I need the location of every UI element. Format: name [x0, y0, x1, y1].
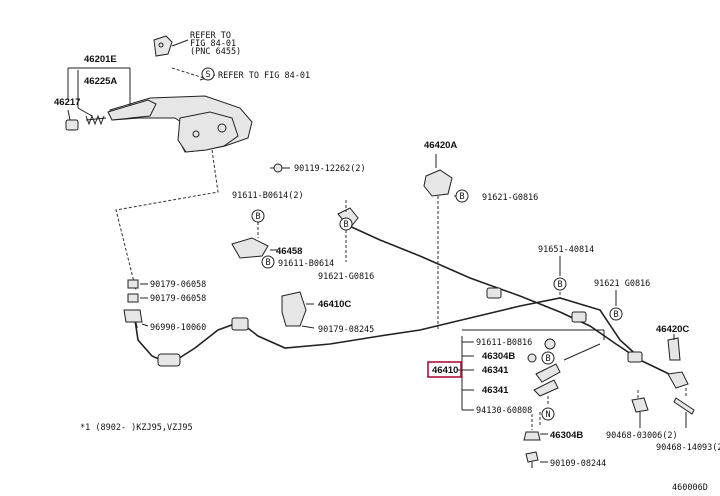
- svg-text:B: B: [613, 310, 618, 320]
- bracket-46410c: [281, 291, 307, 327]
- bracket-46458: [231, 237, 269, 259]
- svg-text:B: B: [557, 280, 562, 290]
- highlight-box-46410: [427, 361, 462, 378]
- label-90468-03006: 90468-03006(2): [606, 431, 678, 441]
- label-90179-06058-b: 90179-06058: [150, 294, 206, 304]
- footnote: *1 (8902- )KZJ95,VZJ95: [80, 423, 193, 433]
- label-46458: 46458: [276, 246, 302, 257]
- label-46225a: 46225A: [84, 76, 117, 87]
- label-refer-to-3: (PNC 6455): [190, 47, 241, 57]
- label-91611-b0614: 91611-B0614: [278, 259, 334, 269]
- label-refer-to-1: REFER TO: [190, 31, 231, 41]
- diagram-id: 460006D: [672, 483, 708, 493]
- label-90179-06058: 90179-06058: [150, 280, 206, 290]
- label-91621-g0816-a: 91621-G0816: [482, 193, 538, 203]
- label-90179-08245: 90179-08245: [318, 325, 374, 335]
- marker-b-4: B: [455, 189, 469, 203]
- label-46201e: 46201E: [84, 54, 117, 65]
- marker-b-1: B: [251, 209, 265, 223]
- bracket-46420a: [423, 169, 453, 197]
- svg-text:N: N: [545, 410, 550, 420]
- marker-b-6: B: [609, 307, 623, 321]
- rear-cable-upper: [337, 207, 689, 389]
- refer-bracket: [153, 35, 173, 57]
- svg-text:B: B: [343, 220, 348, 230]
- svg-text:B: B: [459, 192, 464, 202]
- svg-text:S: S: [205, 70, 210, 80]
- lever-knob-46217: [65, 119, 79, 131]
- label-46410[interactable]: 46410: [432, 365, 458, 376]
- marker-b-7: B: [541, 351, 555, 365]
- clips-left: [123, 279, 149, 327]
- marker-b-3: B: [339, 217, 353, 231]
- label-96990-10060: 96990-10060: [150, 323, 206, 333]
- label-46420a: 46420A: [424, 140, 457, 151]
- label-refer-to-2: FIG 84-01: [190, 39, 236, 49]
- marker-b-2: B: [261, 255, 275, 269]
- label-91621-g0816-b: 91621-G0816: [318, 272, 374, 282]
- label-46410c: 46410C: [318, 299, 351, 310]
- marker-n: N: [541, 407, 555, 421]
- label-94130-60808: 94130-60808: [476, 406, 532, 416]
- label-91611-b0614-2: 91611-B0614(2): [232, 191, 304, 201]
- label-90119-12262: 90119-12262(2): [294, 164, 366, 174]
- label-91611-b0816: 91611-B0816: [476, 338, 532, 348]
- front-cable: [134, 297, 641, 367]
- marker-s: S: [201, 67, 215, 81]
- svg-text:B: B: [545, 354, 550, 364]
- svg-text:B: B: [265, 258, 270, 268]
- svg-text:B: B: [255, 212, 260, 222]
- label-46420c: 46420C: [656, 324, 689, 335]
- label-91621-g0816-c: 91621 G0816: [594, 279, 650, 289]
- parking-brake-lever: [65, 95, 253, 153]
- label-refer-to-fig: REFER TO FIG 84-01: [218, 71, 310, 81]
- label-46341-b: 46341: [482, 385, 509, 396]
- label-46304b: 46304B: [482, 351, 515, 362]
- label-46217: 46217: [54, 97, 80, 108]
- label-46341-a: 46341: [482, 365, 509, 376]
- label-90109-08244: 90109-08244: [550, 459, 606, 469]
- bracket-46420c: [667, 337, 681, 361]
- label-46304b-b: 46304B: [550, 430, 583, 441]
- label-91651-40814: 91651-40814: [538, 245, 594, 255]
- label-90468-14093: 90468-14093(2): [656, 443, 720, 453]
- marker-b-5: B: [553, 277, 567, 291]
